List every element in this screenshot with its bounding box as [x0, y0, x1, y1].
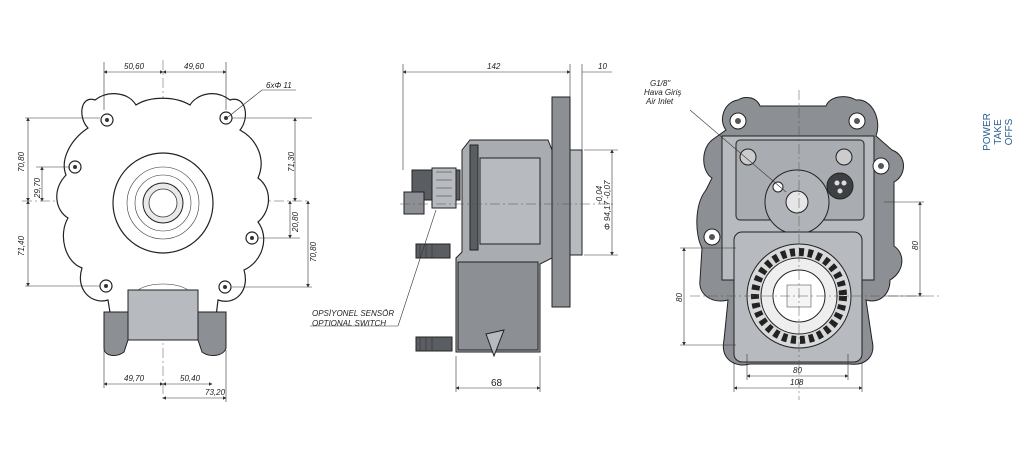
- side-view: 142 10 -0,04 Φ 94,17 -0,07 68 OPSİYONEL …: [310, 62, 618, 392]
- dim-length: 142: [487, 62, 501, 71]
- dim-left-mid: 29,70: [33, 177, 42, 199]
- dim-right-mid: 20,80: [291, 211, 300, 233]
- air-inlet-size: G1/8": [650, 79, 671, 88]
- dim-left-lower: 71,40: [17, 235, 26, 256]
- dim-left-upper: 70,80: [17, 151, 26, 172]
- dim-rear-width-outer: 108: [790, 378, 804, 387]
- dim-right-lower: 70,80: [309, 241, 318, 262]
- dim-diameter: Φ 94,17 -0,07: [603, 180, 612, 230]
- front-view: 50,60 49,60 6xΦ 11 70,80 29,70 71,40 71,…: [17, 60, 318, 402]
- dim-bottom-total: 73,20: [205, 388, 226, 397]
- rear-view: G1/8" Hava Giriş Air Inlet 80 80 80 108: [644, 79, 940, 400]
- dim-bottom-right: 50,40: [180, 374, 201, 383]
- side-bolt-lower: [415, 336, 453, 352]
- dim-flange: 10: [598, 62, 607, 71]
- air-inlet-en: Air Inlet: [645, 97, 674, 106]
- dim-top-left: 50,60: [124, 62, 145, 71]
- side-sensor: [403, 167, 461, 215]
- dim-right-upper: 71,30: [287, 151, 296, 172]
- note-sensor-tr: OPSİYONEL SENSÖR: [312, 309, 394, 318]
- rear-sensor-connector: [826, 172, 854, 200]
- dim-depth: 68: [491, 378, 503, 389]
- dim-rear-left-height: 80: [675, 293, 684, 302]
- dim-bolt-note: 6xΦ 11: [266, 81, 292, 90]
- side-bolt-upper: [415, 243, 451, 259]
- category-label: POWER TAKE OFFS: [982, 112, 1015, 152]
- dim-bottom-left: 49,70: [124, 374, 145, 383]
- category-label-line1: POWER TAKE: [982, 113, 1004, 151]
- air-inlet-tr: Hava Giriş: [644, 88, 681, 97]
- side-flange-plate: [551, 96, 571, 308]
- dim-top-right: 49,60: [184, 62, 205, 71]
- dim-rear-right-height: 80: [911, 241, 920, 250]
- category-label-line2: OFFS: [1004, 118, 1015, 146]
- dim-tolerance: -0,04: [595, 185, 604, 204]
- note-sensor-en: OPTIONAL SWITCH: [312, 319, 386, 328]
- dim-rear-width-inner: 80: [793, 366, 802, 375]
